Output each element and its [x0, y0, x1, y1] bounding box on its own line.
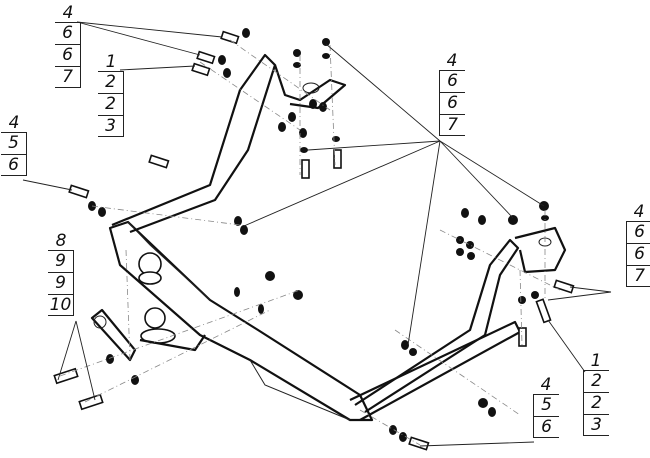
callout-head: 1	[590, 351, 602, 371]
callout-cell: 9	[48, 272, 74, 294]
tow-ball	[138, 252, 206, 352]
washers-and-nuts	[88, 28, 549, 442]
callout-left-low: 8 9 9 10	[48, 232, 74, 316]
callout-head: 1	[105, 52, 117, 72]
callout-cell: 2	[98, 93, 124, 115]
callout-cell: 5	[533, 394, 559, 416]
callout-top-left-a: 4 6 6 7	[55, 4, 81, 88]
left-bracket	[111, 53, 347, 234]
callout-bottom-mid: 4 5 6	[533, 376, 559, 438]
callout-cell: 7	[55, 66, 81, 88]
callout-cell: 3	[583, 414, 609, 436]
callout-cell: 2	[583, 370, 609, 392]
callout-cell: 6	[626, 221, 650, 243]
callout-cell: 6	[439, 92, 465, 114]
callout-cell: 6	[439, 70, 465, 92]
callout-head: 8	[55, 231, 67, 251]
callout-cell: 6	[626, 243, 650, 265]
callout-left-mid: 4 5 6	[1, 114, 27, 176]
callout-cell: 6	[55, 22, 81, 44]
callout-cell: 3	[98, 115, 124, 137]
assembly-axes	[59, 39, 561, 446]
callout-right-low: 1 2 2 3	[583, 352, 609, 436]
leader-lines	[22, 21, 612, 447]
callout-cell: 9	[48, 250, 74, 272]
callout-head: 4	[8, 113, 20, 133]
callout-top-left-b: 1 2 2 3	[98, 53, 124, 137]
callout-cell: 2	[98, 71, 124, 93]
callout-cell: 7	[626, 265, 650, 287]
socket-plate	[90, 308, 137, 362]
callout-center-top: 4 6 6 7	[439, 52, 465, 136]
callout-cell: 7	[439, 114, 465, 136]
callout-head: 4	[62, 3, 74, 23]
callout-cell: 5	[1, 132, 27, 154]
callout-head: 4	[446, 51, 458, 71]
callout-cell: 6	[1, 154, 27, 176]
callout-cell: 2	[583, 392, 609, 414]
callout-head: 4	[633, 202, 645, 222]
bolts	[53, 30, 575, 451]
callout-right-mid: 4 6 6 7	[626, 203, 650, 287]
callout-cell: 6	[55, 44, 81, 66]
callout-cell: 10	[48, 294, 74, 316]
callout-cell: 6	[533, 416, 559, 438]
callout-head: 4	[540, 375, 552, 395]
